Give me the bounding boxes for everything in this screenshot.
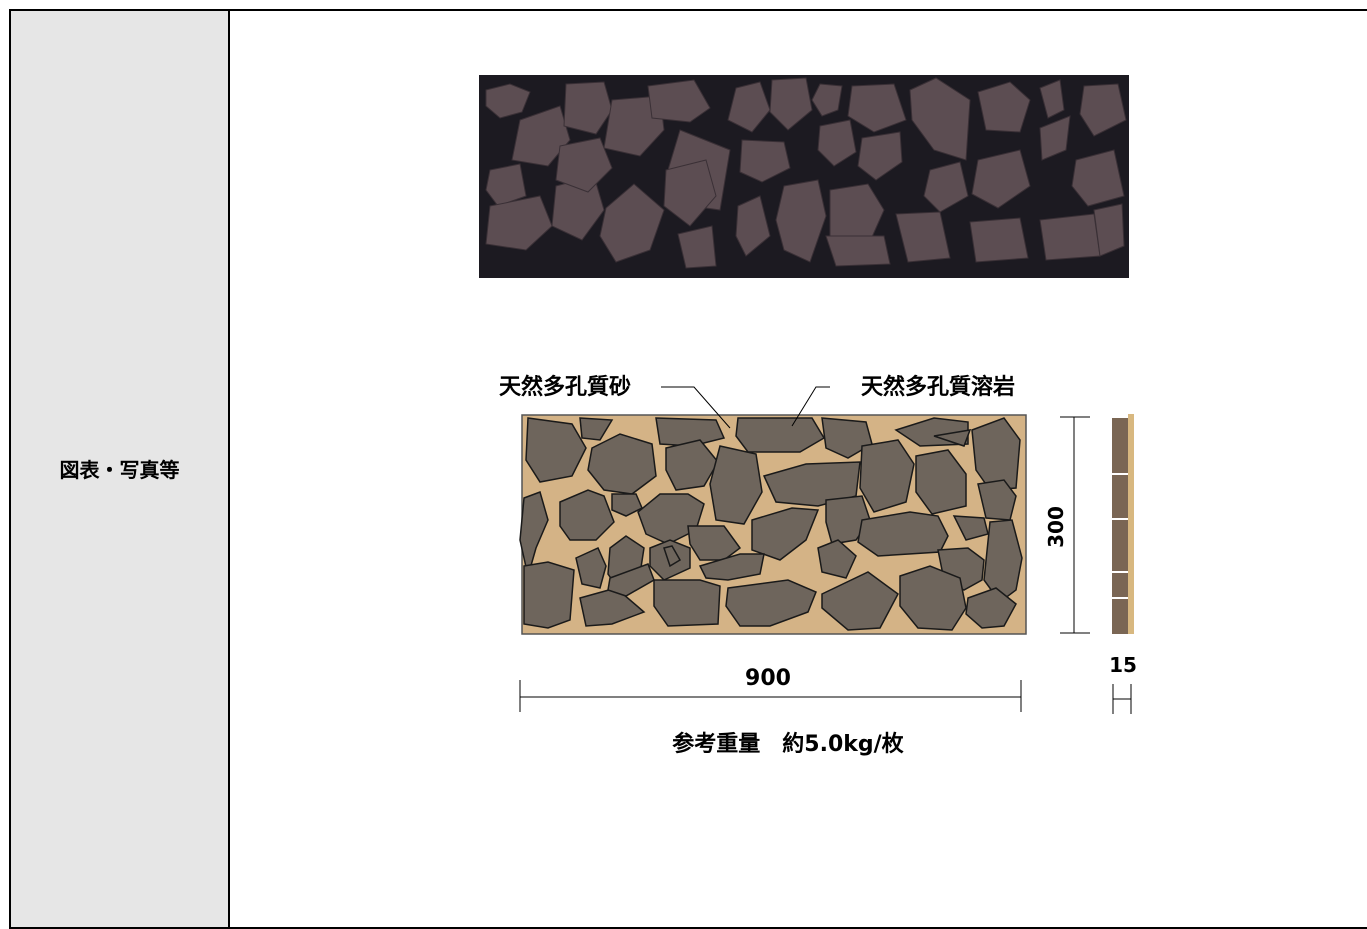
- product-photo: [479, 75, 1129, 278]
- label-natural-porous-sand: 天然多孔質砂: [499, 374, 631, 400]
- panel-diagram: 天然多孔質砂 天然多孔質溶岩 300 15: [499, 374, 1137, 757]
- thickness-dimension-label: 15: [1109, 653, 1137, 677]
- reference-weight-note: 参考重量 約5.0kg/枚: [672, 731, 903, 757]
- height-dimension-label: 300: [1044, 506, 1068, 548]
- row-header-label: 図表・写真等: [59, 458, 180, 482]
- width-dimension-label: 900: [745, 666, 791, 691]
- row-header-cell: 図表・写真等: [9, 9, 230, 929]
- label-natural-porous-lava: 天然多孔質溶岩: [861, 374, 1015, 400]
- side-view: [1112, 414, 1134, 634]
